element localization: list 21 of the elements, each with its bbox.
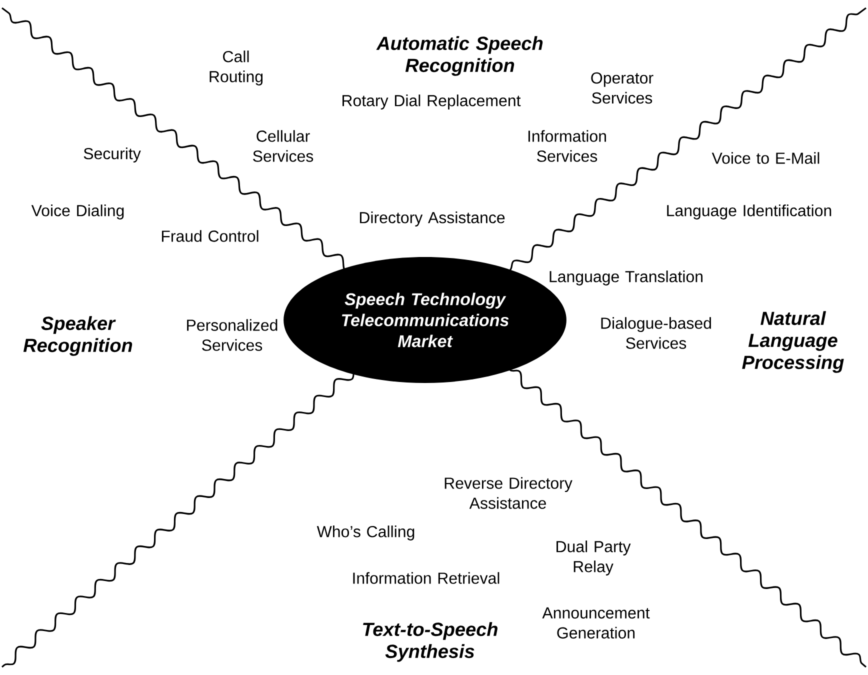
application-label: Reverse Directory Assistance — [444, 477, 572, 509]
application-label: Dual Party Relay — [556, 540, 631, 576]
category-heading: Speaker Recognition — [23, 316, 132, 356]
category-heading: Automatic Speech Recognition — [376, 36, 543, 76]
application-label: Announcement Generation — [542, 607, 650, 639]
application-label: Operator Services — [591, 72, 654, 104]
application-label: Rotary Dial Replacement — [342, 94, 521, 110]
application-label: Cellular Services — [253, 130, 314, 162]
category-heading: Natural Language Processing — [742, 311, 844, 373]
application-label: Who’s Calling — [316, 526, 414, 540]
category-heading: Text-to-Speech Synthesis — [363, 622, 498, 662]
application-label: Dialogue-based Services — [601, 317, 711, 349]
application-label: Fraud Control — [162, 230, 258, 242]
application-label: Language Identification — [667, 204, 832, 220]
application-label: Information Retrieval — [353, 572, 500, 584]
application-label: Call Routing — [210, 50, 263, 86]
application-label: Information Services — [528, 130, 606, 162]
application-label: Voice to E-Mail — [712, 152, 820, 164]
application-label: Voice Dialing — [31, 204, 124, 220]
application-label: Directory Assistance — [360, 212, 505, 226]
application-label: Security — [84, 148, 141, 162]
